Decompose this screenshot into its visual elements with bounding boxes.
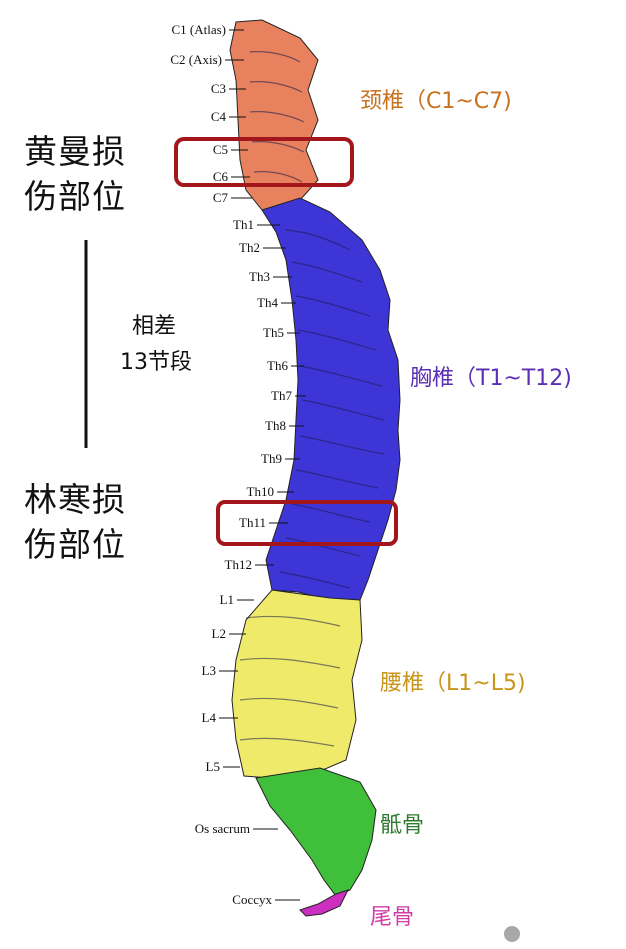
cervical-label: 颈椎（C1~C7)	[360, 89, 512, 114]
watermark: 悟空问答	[504, 926, 580, 943]
label-th5: Th5	[263, 325, 284, 340]
label-th9: Th9	[261, 451, 282, 466]
lower-injury-line2: 伤部位	[24, 525, 126, 564]
label-th8: Th8	[265, 418, 286, 433]
upper-injury-line1: 黄曼损	[24, 132, 126, 171]
label-c1: C1 (Atlas)	[171, 22, 226, 37]
label-os-sacrum: Os sacrum	[195, 821, 250, 836]
label-th4: Th4	[257, 295, 278, 310]
lower-injury-line1: 林寒损	[24, 480, 126, 519]
label-l3: L3	[202, 663, 216, 678]
region-labels: 颈椎（C1~C7) 胸椎（T1~T12) 腰椎（L1~L5) 骶骨 尾骨	[360, 89, 572, 930]
difference-line2: 13节段	[120, 350, 192, 375]
difference-line1: 相差	[132, 314, 176, 339]
watermark-text: 悟空问答	[524, 926, 580, 943]
highlight-box-c5-c6	[174, 137, 354, 187]
label-c4: C4	[211, 109, 227, 124]
highlight-box-th11	[216, 500, 398, 546]
label-c7: C7	[213, 190, 229, 205]
label-th11: Th11	[239, 515, 266, 530]
vertebra-details	[239, 51, 385, 747]
left-notes: 黄曼损 伤部位 相差 13节段 林寒损 伤部位	[24, 132, 192, 564]
label-th2: Th2	[239, 240, 260, 255]
sacrum	[255, 767, 377, 897]
watermark-logo-icon	[504, 926, 520, 942]
lumbar-label: 腰椎（L1~L5)	[380, 671, 526, 696]
label-th6: Th6	[267, 358, 288, 373]
label-ticks	[219, 29, 306, 901]
label-l5: L5	[206, 759, 220, 774]
label-th12: Th12	[225, 557, 252, 572]
label-l1: L1	[220, 592, 234, 607]
label-c6: C6	[213, 169, 229, 184]
spine-illustration	[229, 19, 401, 917]
label-th7: Th7	[271, 388, 292, 403]
thoracic-vertebrae	[261, 197, 401, 601]
upper-injury-line2: 伤部位	[24, 177, 126, 216]
label-th1: Th1	[233, 217, 254, 232]
label-c2: C2 (Axis)	[170, 52, 222, 67]
label-l2: L2	[212, 626, 226, 641]
label-c3: C3	[211, 81, 226, 96]
label-coccyx: Coccyx	[232, 892, 272, 907]
cervical-vertebrae	[229, 19, 319, 211]
coccyx-label: 尾骨	[370, 905, 414, 930]
label-l4: L4	[202, 710, 217, 725]
thoracic-label: 胸椎（T1~T12)	[410, 366, 572, 391]
vertebra-labels: C1 (Atlas) C2 (Axis) C3 C4 C5 C6 C7 Th1 …	[170, 22, 292, 907]
coccyx	[299, 889, 349, 917]
label-th3: Th3	[249, 269, 270, 284]
label-c5: C5	[213, 142, 228, 157]
label-th10: Th10	[247, 484, 274, 499]
sacrum-label: 骶骨	[380, 813, 424, 838]
